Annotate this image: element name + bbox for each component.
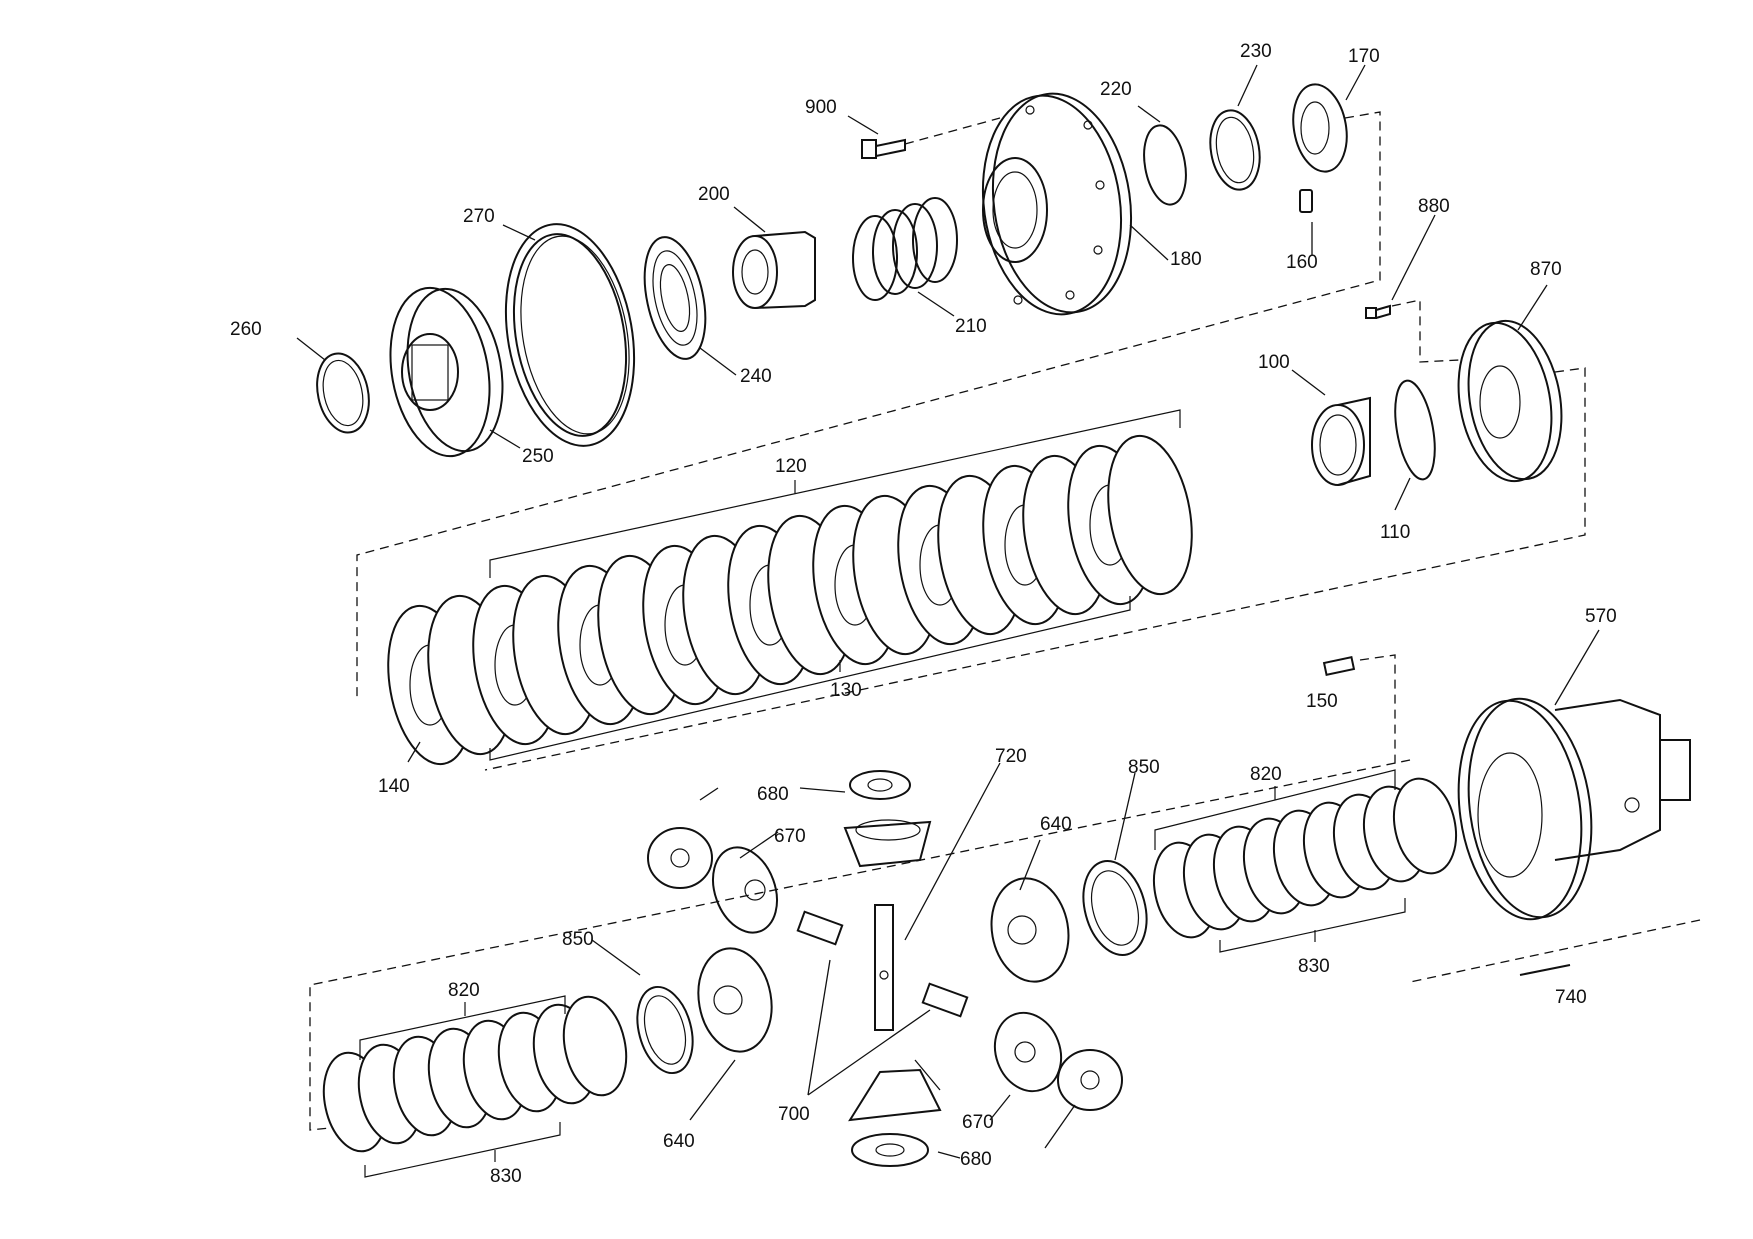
part-220-circlip xyxy=(1143,124,1187,206)
part-850-washer-left xyxy=(636,985,694,1075)
part-570-diff-housing xyxy=(1457,697,1691,921)
callout-640-left: 640 xyxy=(663,1131,695,1152)
part-700-stub-shaft-right xyxy=(921,982,969,1018)
assembly-line-870 xyxy=(484,367,1586,771)
part-180-flange-housing xyxy=(981,92,1133,316)
callout-680-top: 680 xyxy=(757,784,789,805)
part-150-pin xyxy=(1322,656,1356,676)
part-720-cross-shaft xyxy=(874,904,894,1031)
part-170-retainer xyxy=(1292,83,1348,173)
callout-170: 170 xyxy=(1348,46,1380,67)
callout-210: 210 xyxy=(955,316,987,337)
callout-850-right: 850 xyxy=(1128,757,1160,778)
callout-130: 130 xyxy=(830,680,862,701)
bracket-820-left xyxy=(359,995,566,1060)
callout-240: 240 xyxy=(740,366,772,387)
callout-150: 150 xyxy=(1306,691,1338,712)
callout-870: 870 xyxy=(1530,259,1562,280)
callout-270: 270 xyxy=(463,206,495,227)
part-820-830-clutch-pack-right xyxy=(1153,777,1457,939)
callout-140: 140 xyxy=(378,776,410,797)
callout-160: 160 xyxy=(1286,252,1318,273)
part-240-thrust-bearing xyxy=(643,236,707,360)
assembly-line-150 xyxy=(1359,654,1396,770)
callout-880: 880 xyxy=(1418,196,1450,217)
part-250-piston xyxy=(389,286,504,458)
part-260-ring xyxy=(316,352,370,434)
callout-250: 250 xyxy=(522,446,554,467)
part-210-spring xyxy=(852,197,958,301)
bracket-830-right xyxy=(1219,898,1406,953)
part-230-ring xyxy=(1209,109,1261,191)
part-850-washer-right xyxy=(1082,859,1148,957)
callout-180: 180 xyxy=(1170,249,1202,270)
bracket-130 xyxy=(489,596,1131,761)
part-200-hub xyxy=(732,230,816,309)
callout-720: 720 xyxy=(995,746,1027,767)
part-110-snap-ring xyxy=(1394,379,1436,481)
bracket-120 xyxy=(489,409,1181,578)
callout-230: 230 xyxy=(1240,41,1272,62)
bracket-830-left xyxy=(364,1122,561,1178)
part-640-side-gear-right xyxy=(990,877,1070,983)
callout-120: 120 xyxy=(775,456,807,477)
assembly-line-570 xyxy=(1409,919,1701,983)
assembly-line-880 xyxy=(1391,299,1461,363)
callout-100: 100 xyxy=(1258,352,1290,373)
part-130-clutch-discs xyxy=(387,434,1193,766)
callout-220: 220 xyxy=(1100,79,1132,100)
washer-right xyxy=(1057,1049,1123,1111)
part-670-pinion-left xyxy=(712,846,778,934)
callout-850-left: 850 xyxy=(562,929,594,950)
part-640-side-gear-left xyxy=(697,947,773,1053)
part-700-stub-shaft-left xyxy=(796,910,844,946)
part-670-pinion-bottom xyxy=(848,1068,942,1122)
callout-830-right: 830 xyxy=(1298,956,1330,977)
part-160-key xyxy=(1299,189,1313,213)
washer-left xyxy=(647,827,713,889)
assembly-line-bottom xyxy=(309,759,1411,1131)
part-680-washer-bottom xyxy=(851,1133,929,1167)
callout-700: 700 xyxy=(778,1104,810,1125)
part-270-seal-ring xyxy=(504,223,636,447)
part-680-washer-top xyxy=(849,770,911,800)
part-870-cover xyxy=(1457,319,1563,483)
part-100-splined-hub xyxy=(1311,396,1371,486)
part-900-bolt xyxy=(861,138,906,159)
callout-640-right: 640 xyxy=(1040,814,1072,835)
callout-670-bottom: 670 xyxy=(962,1112,994,1133)
part-670-pinion-top xyxy=(843,819,932,868)
part-880-screw xyxy=(1365,304,1391,319)
callout-200: 200 xyxy=(698,184,730,205)
callout-570: 570 xyxy=(1585,606,1617,627)
callout-820-right: 820 xyxy=(1250,764,1282,785)
bracket-820-right xyxy=(1154,769,1396,850)
callout-820-left: 820 xyxy=(448,980,480,1001)
part-820-830-clutch-pack-left xyxy=(322,995,628,1153)
callout-260: 260 xyxy=(230,319,262,340)
assembly-line-top-2 xyxy=(356,111,1381,700)
callout-900: 900 xyxy=(805,97,837,118)
part-740-roll-pin xyxy=(1519,964,1571,976)
callout-740: 740 xyxy=(1555,987,1587,1008)
callout-110: 110 xyxy=(1380,522,1410,543)
callout-670-top: 670 xyxy=(774,826,806,847)
callout-680-bottom: 680 xyxy=(960,1149,992,1170)
callout-830-left: 830 xyxy=(490,1166,522,1187)
part-670-pinion-right xyxy=(993,1011,1063,1093)
leader-lines xyxy=(296,64,1600,1159)
assembly-line-top xyxy=(904,117,1001,145)
